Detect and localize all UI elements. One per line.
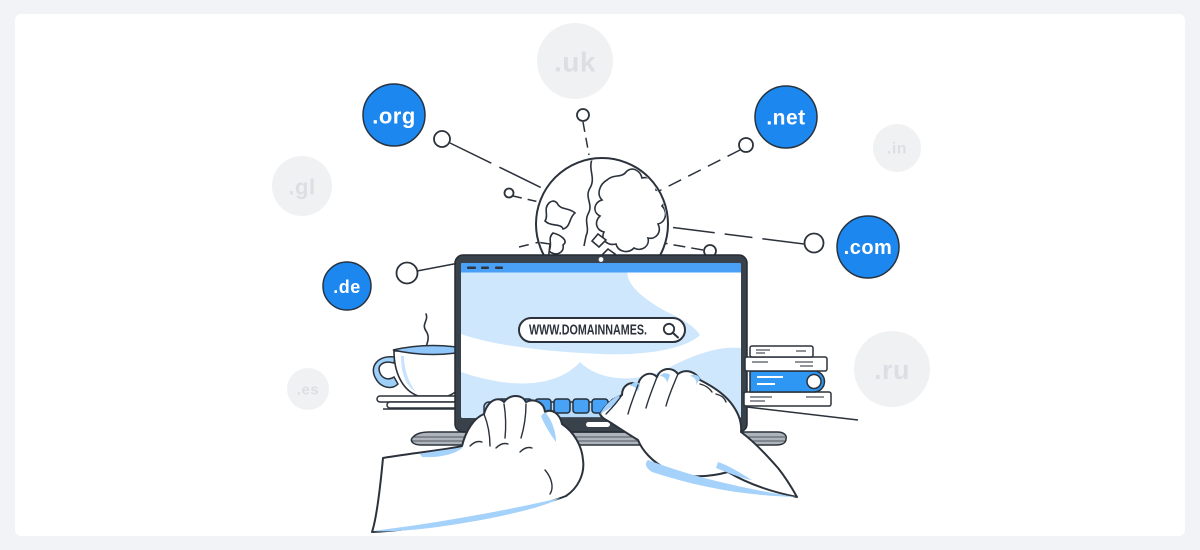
book [744,356,828,372]
domain-bubble-com: .com [836,215,900,279]
trackpad-notch [586,422,610,427]
keyboard-key [572,398,590,414]
browser-titlebar [461,263,741,273]
domain-bubbles: .uk .org .net .in .gl .com .de .ru [272,23,930,410]
domain-bubble-gl: .gl [272,156,332,216]
bubble-label: .gl [288,175,315,200]
domain-bubble-ru: .ru [854,331,930,407]
domain-bubble-es: .es [287,368,329,410]
bubble-label: .org [372,104,416,129]
cup-handle [372,356,399,389]
bubble-label: .in [887,141,907,158]
right-index-shading [600,395,620,414]
window-control-dashes [467,266,503,269]
connector-line [656,149,741,193]
connector-node [803,232,825,254]
bubble-circle [287,368,329,410]
magnifier-handle [672,332,679,339]
connector-node [395,261,419,285]
connector-line [668,226,805,245]
connector-line [416,262,460,272]
book-stack [743,345,859,421]
search-bar: WWW.DOMAINNAMES. [518,317,686,343]
left-finger-shading [541,412,556,442]
keyboard-key [553,398,571,414]
bubble-circle [322,261,372,311]
bubble-label: .uk [554,47,596,78]
magnifier-icon [662,322,679,339]
left-hand [371,395,585,533]
right-hand-lines [605,373,727,415]
domain-bubble-de: .de [322,261,372,311]
cup-shading [401,356,416,392]
table-line-right [746,406,859,421]
connector-node [433,130,451,148]
domain-bubble-org: .org [362,83,426,147]
right-knuckle-shading [660,373,670,383]
book-page-lines [750,396,824,402]
connector-nodes [395,108,825,285]
bubble-circle [537,23,613,99]
book-roll-end [806,373,822,390]
camera-dot [598,257,604,262]
bubble-circle [272,156,332,216]
bubble-circle [873,124,921,172]
bubble-circle [754,85,818,149]
bubble-label: .com [844,237,893,259]
bubble-label: .ru [874,355,910,385]
connector-line [662,242,704,251]
book-blue-lines [757,376,783,385]
right-knuckle-shading [690,374,700,385]
search-bar-pill [518,317,686,343]
right-hand-shading [716,462,752,480]
bubble-circle [836,215,900,279]
bubble-circle [362,83,426,147]
book [743,391,832,407]
book-page-lines [752,361,813,367]
globe-continents [537,159,667,264]
book-page-lines [756,349,806,354]
connector-node [503,187,515,199]
domain-bubble-in: .in [873,124,921,172]
bubble-label: .de [333,277,361,297]
domain-bubble-net: .net [754,85,818,149]
search-bar-text: WWW.DOMAINNAMES. [529,323,647,339]
magnifier-lens [662,322,676,336]
book [749,345,814,358]
domain-bubble-uk: .uk [537,23,613,99]
window-dash [495,266,503,269]
bubble-label: .es [297,382,319,399]
connector-node [576,108,590,122]
connector-lines [416,121,805,272]
left-wrist-shading [420,447,463,458]
connector-line [512,195,540,203]
right-hand-silhouette [599,368,798,498]
right-hand [599,368,798,498]
window-dash [481,266,489,269]
connector-line [449,142,547,191]
left-hand-lines [469,403,553,495]
bubble-circle [854,331,930,407]
connector-line [582,121,590,156]
right-arm-shading [645,460,796,497]
connector-node [738,137,754,153]
bubble-label: .net [766,107,805,130]
window-dash [467,266,476,269]
